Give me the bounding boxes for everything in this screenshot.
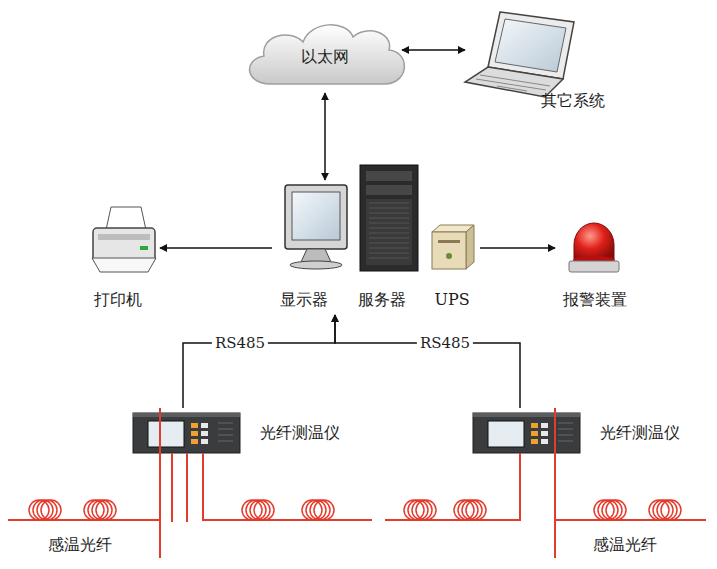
node-label: UPS [434, 290, 469, 309]
ups-icon [432, 225, 474, 269]
cloud-shape [250, 25, 405, 84]
monitor-icon [285, 185, 347, 269]
monitor-node: 显示器 [272, 180, 352, 315]
grill-stroke [369, 248, 409, 249]
grill-stroke [369, 233, 409, 234]
printer-node: 打印机 [80, 205, 160, 315]
alarm-icon [569, 223, 619, 272]
laptop-icon [465, 12, 574, 97]
coil-loop [657, 500, 677, 520]
edge-label: RS485 [417, 334, 473, 352]
node-label: 感温光纤 [48, 535, 112, 554]
connector [402, 49, 465, 51]
server-node: 服务器 [356, 160, 420, 315]
instrument-icon [473, 413, 580, 453]
grill-stroke [369, 213, 409, 214]
connector [159, 408, 161, 558]
grill-stroke [369, 203, 409, 204]
node-label: 报警装置 [563, 290, 627, 309]
coil-loop [602, 500, 622, 520]
instrument-node: 光纤测温仪 [470, 408, 695, 455]
coil-loop [661, 500, 681, 520]
grill-stroke [369, 238, 409, 239]
connector [160, 247, 272, 249]
coil-loop [254, 500, 274, 520]
fiber-coil [29, 500, 681, 520]
connector [183, 315, 335, 408]
node-label: 显示器 [280, 290, 328, 309]
edge-label: RS485 [212, 334, 268, 352]
coil-loop [96, 500, 116, 520]
server-icon [360, 165, 418, 271]
connector [335, 315, 520, 408]
grill-stroke [369, 208, 409, 209]
coil-loop [310, 500, 330, 520]
grill-stroke [369, 223, 409, 224]
instrument-icon [133, 413, 240, 453]
coil-loop [462, 500, 482, 520]
node-label: 感温光纤 [593, 535, 657, 554]
grill-stroke [369, 253, 409, 254]
coil-loop [250, 500, 270, 520]
node-label: 光纤测温仪 [600, 423, 680, 442]
coil-loop [466, 500, 486, 520]
connector [480, 247, 555, 249]
node-label: 打印机 [94, 290, 142, 309]
node-label: 光纤测温仪 [260, 423, 340, 442]
coil-loop [416, 500, 436, 520]
coil-loop [37, 500, 57, 520]
cloud-node: 以太网 [250, 18, 402, 93]
connector [324, 93, 326, 180]
grill-stroke [369, 243, 409, 244]
system-node: 其它系统 [465, 10, 625, 115]
node-label: 其它系统 [541, 91, 605, 110]
fiber-node: 感温光纤 [550, 500, 705, 558]
fiber-node: 感温光纤 [10, 500, 165, 558]
alarm-node: 报警装置 [555, 218, 640, 315]
coil-loop [41, 500, 61, 520]
grill-stroke [369, 218, 409, 219]
connector [554, 408, 556, 558]
fiber-line [8, 453, 706, 522]
coil-loop [412, 500, 432, 520]
grill-stroke [369, 258, 409, 259]
node-label: 以太网 [301, 47, 349, 66]
ups-node: UPS [425, 222, 480, 315]
grill-stroke [369, 228, 409, 229]
coil-loop [606, 500, 626, 520]
printer-icon [92, 207, 156, 272]
instrument-node: 光纤测温仪 [130, 408, 360, 455]
node-label: 服务器 [358, 290, 406, 309]
coil-loop [92, 500, 112, 520]
coil-loop [314, 500, 334, 520]
